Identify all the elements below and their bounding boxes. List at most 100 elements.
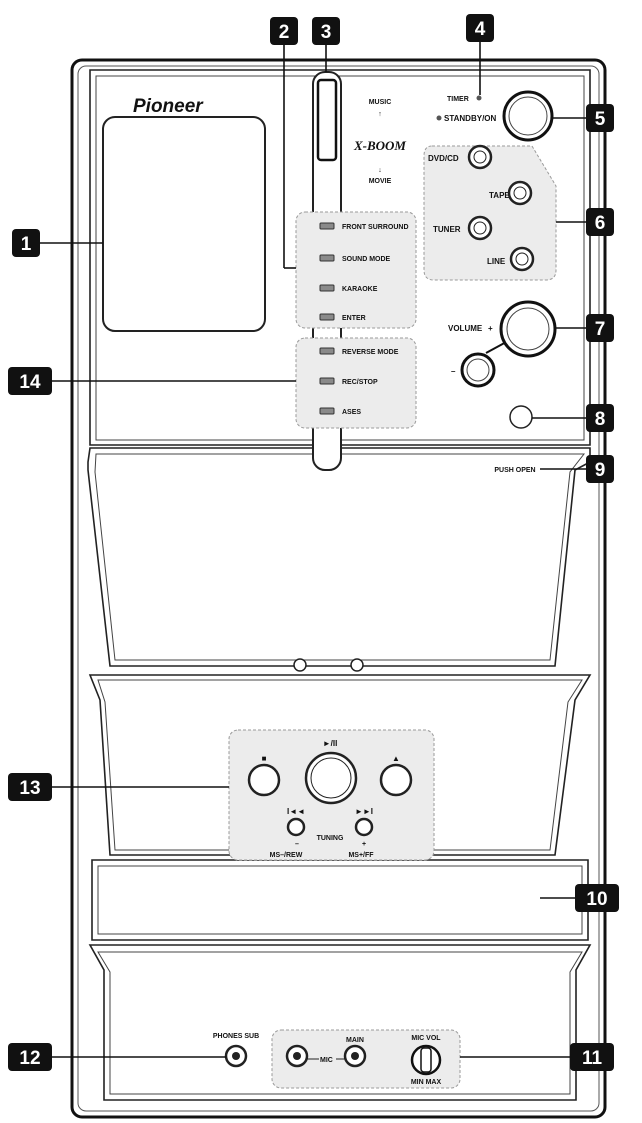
svg-text:I◄◄: I◄◄ [287, 807, 305, 816]
svg-text:REC/STOP: REC/STOP [342, 379, 378, 386]
xboom-logo[interactable]: X-BOOM [353, 138, 406, 153]
disc-slot[interactable] [316, 78, 338, 162]
dvd-cd-button[interactable] [467, 144, 493, 170]
svg-text:TAPE: TAPE [489, 191, 510, 200]
callout-2: 2 [270, 17, 298, 45]
mic-jack-main[interactable] [343, 1044, 367, 1068]
callout-12: 12 [8, 1043, 52, 1071]
svg-text:↓: ↓ [378, 167, 382, 174]
volume-up-button[interactable] [499, 300, 557, 358]
bottom-section [88, 944, 592, 1101]
front-surround-button[interactable]: FRONT SURROUND [319, 222, 409, 231]
svg-text:4: 4 [475, 19, 486, 40]
svg-text:▲: ▲ [392, 754, 400, 763]
xboom-movie-label: MOVIE [369, 178, 392, 185]
svg-text:3: 3 [321, 22, 332, 43]
callout-3: 3 [312, 17, 340, 45]
standby-on-button[interactable] [502, 90, 554, 142]
callout-6: 6 [586, 208, 614, 236]
svg-text:7: 7 [595, 319, 606, 340]
callout-4: 4 [466, 14, 494, 42]
mic-jack-1[interactable] [285, 1044, 309, 1068]
timer-indicator [476, 95, 482, 101]
eject-button[interactable] [379, 763, 413, 797]
input-selector-group [423, 145, 557, 281]
svg-text:+: + [488, 324, 493, 333]
svg-text:VOLUME: VOLUME [448, 324, 483, 333]
tuning-rew-button[interactable] [286, 817, 306, 837]
svg-text:8: 8 [595, 409, 606, 430]
svg-text:1: 1 [21, 234, 32, 255]
svg-text:6: 6 [595, 213, 606, 234]
tuning-ff-button[interactable] [354, 817, 374, 837]
stop-button[interactable] [247, 763, 281, 797]
karaoke-button[interactable]: KARAOKE [319, 284, 378, 293]
unit-body-inner [77, 65, 600, 1112]
svg-text:5: 5 [595, 109, 606, 130]
svg-text:►/II: ►/II [323, 739, 338, 748]
svg-text:–: – [451, 367, 456, 376]
mic-volume-knob[interactable] [410, 1044, 442, 1076]
svg-text:►►I: ►►I [355, 807, 373, 816]
svg-text:KARAOKE: KARAOKE [342, 286, 378, 293]
svg-text:9: 9 [595, 460, 606, 481]
callout-1: 1 [12, 229, 40, 257]
svg-text:14: 14 [19, 372, 41, 393]
svg-text:12: 12 [19, 1048, 40, 1069]
svg-text:↑: ↑ [378, 111, 382, 118]
mic-input-group [271, 1029, 461, 1089]
enter-button[interactable]: ENTER [319, 313, 366, 322]
standby-indicator [436, 115, 442, 121]
phones-sub-label: PHONES SUB [213, 1033, 259, 1040]
mic-vol-label: MIC VOL [411, 1035, 441, 1042]
rec-stop-button[interactable]: REC/STOP [319, 377, 378, 386]
callout-13: 13 [8, 773, 52, 801]
svg-text:FRONT SURROUND: FRONT SURROUND [342, 224, 409, 231]
svg-text:SOUND MODE: SOUND MODE [342, 256, 391, 263]
tuning-label: TUNING [317, 835, 344, 842]
ms-ff-label: MS+/FF [348, 852, 374, 859]
callout-7: 7 [586, 314, 614, 342]
brand-logo: Pioneer [133, 96, 204, 117]
min-max-label: MIN MAX [411, 1079, 442, 1086]
callout-8: 8 [586, 404, 614, 432]
main-label: MAIN [346, 1037, 364, 1044]
remote-sensor [509, 405, 533, 429]
display-window [102, 116, 266, 332]
tape-button-group [295, 337, 417, 429]
phones-sub-jack[interactable] [224, 1044, 248, 1068]
sound-mode-button[interactable]: SOUND MODE [319, 254, 391, 263]
svg-text:ASES: ASES [342, 409, 361, 416]
standby-label: STANDBY/ON [444, 114, 497, 123]
svg-text:ENTER: ENTER [342, 315, 366, 322]
volume-down-button[interactable] [460, 352, 496, 388]
callout-10: 10 [575, 884, 619, 912]
svg-text:TUNER: TUNER [433, 225, 461, 234]
svg-text:13: 13 [19, 778, 40, 799]
play-pause-button[interactable] [304, 751, 358, 805]
svg-text:■: ■ [262, 754, 267, 763]
function-button-group [295, 211, 417, 329]
tape-button[interactable] [507, 180, 533, 206]
ases-button[interactable]: ASES [319, 407, 361, 416]
callout-leaders [40, 42, 586, 1058]
line-button[interactable] [509, 246, 535, 272]
xboom-music-label: MUSIC [369, 99, 392, 106]
cassette-door [87, 447, 591, 667]
reverse-mode-button[interactable]: REVERSE MODE [319, 347, 399, 356]
svg-text:10: 10 [586, 889, 607, 910]
svg-text:2: 2 [279, 22, 290, 43]
svg-text:+: + [362, 841, 366, 848]
transport-section [88, 674, 592, 856]
push-open-label: PUSH OPEN [494, 467, 535, 474]
callout-5: 5 [586, 104, 614, 132]
svg-text:–: – [295, 841, 299, 848]
callout-9: 9 [586, 455, 614, 483]
tuner-button[interactable] [467, 215, 493, 241]
ms-rew-label: MS–/REW [270, 852, 303, 859]
svg-text:DVD/CD: DVD/CD [428, 154, 459, 163]
top-panel [89, 69, 591, 446]
svg-text:LINE: LINE [487, 257, 506, 266]
mic-label: MIC [320, 1057, 333, 1064]
